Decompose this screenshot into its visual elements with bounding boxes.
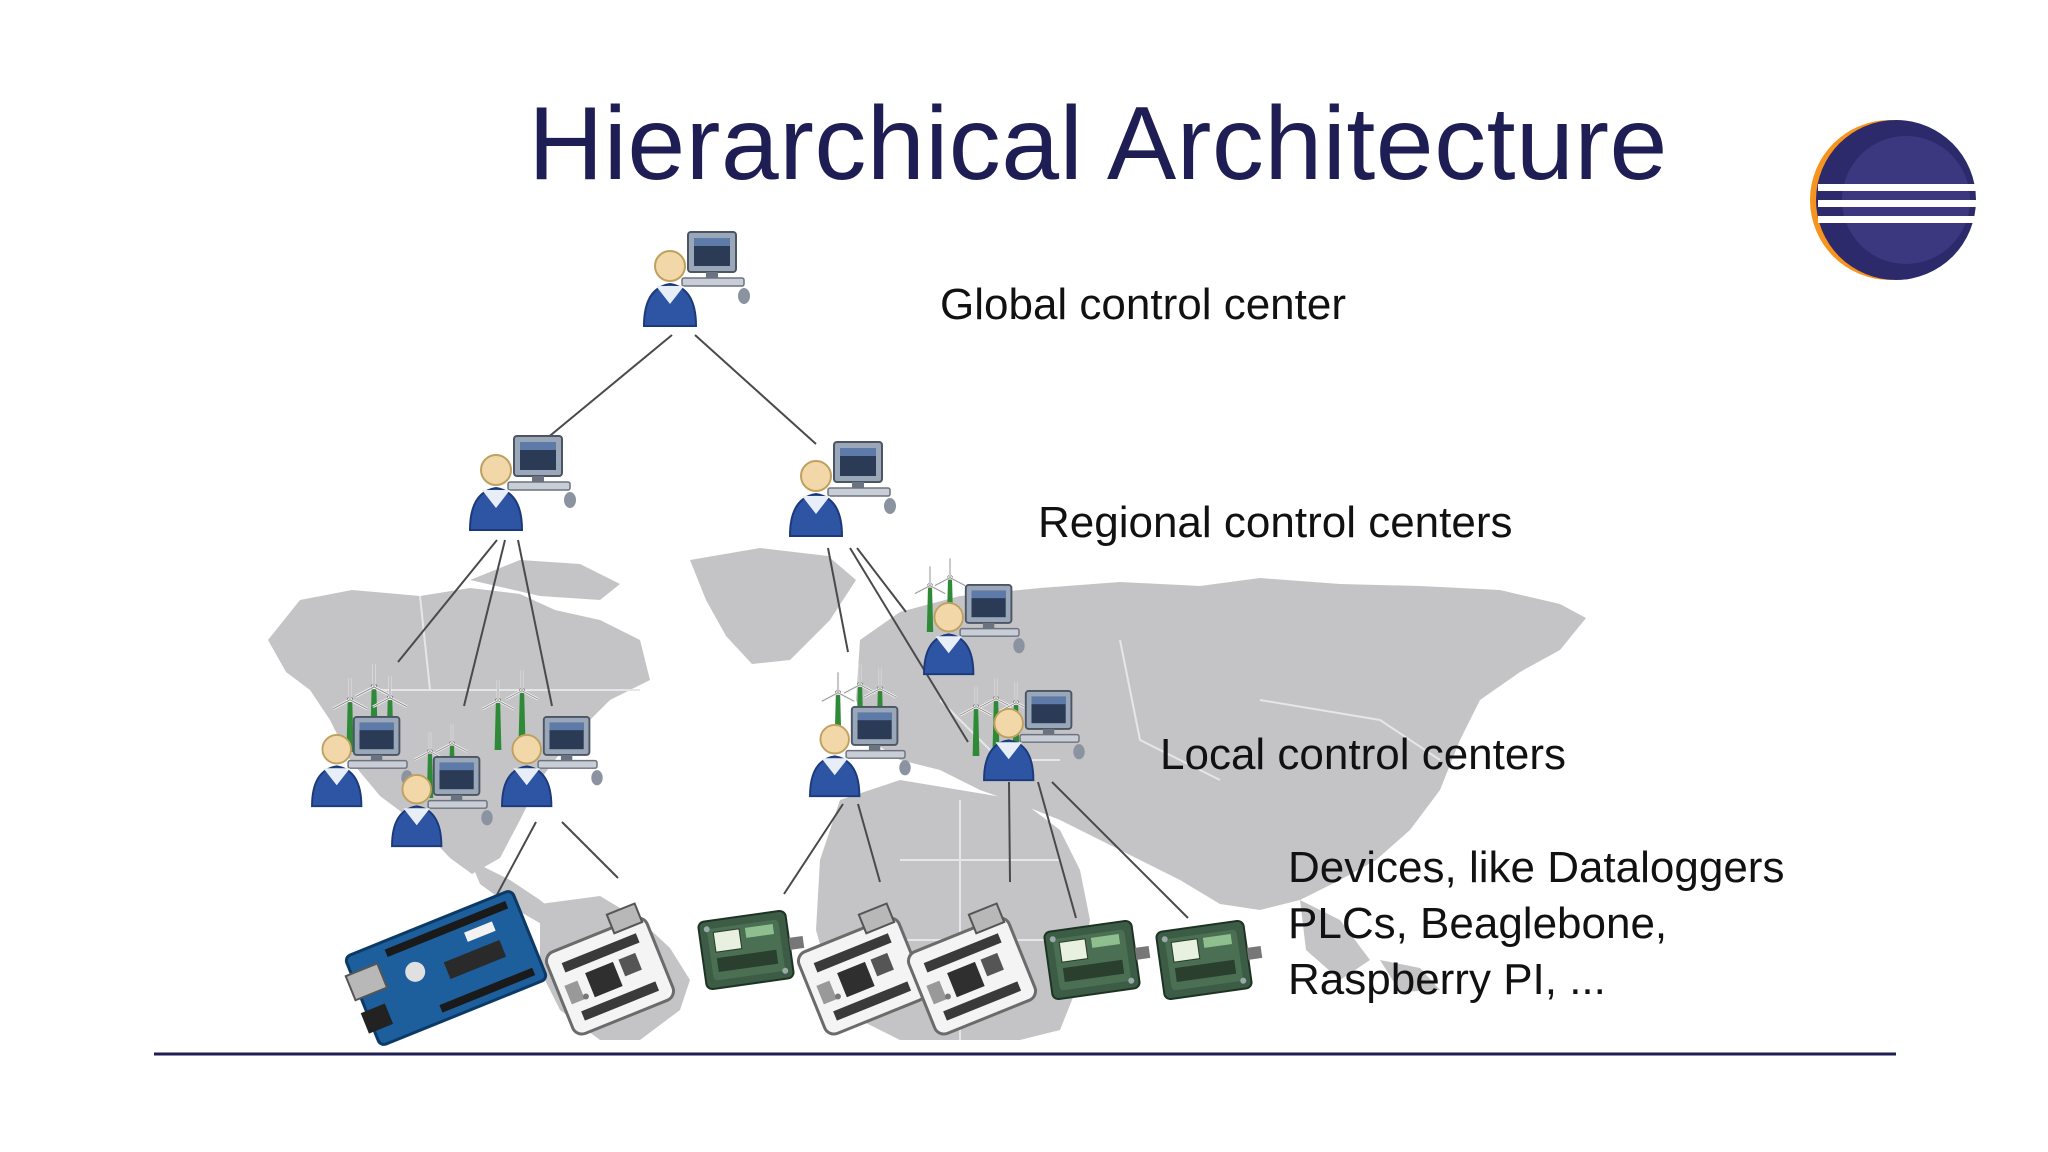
regional-control-center-icon bbox=[469, 435, 577, 531]
global-control-center-label: Global control center bbox=[940, 280, 1346, 329]
datalogger-box-icon bbox=[1042, 917, 1156, 1001]
regional-control-centers-label: Regional control centers bbox=[1038, 498, 1513, 547]
eclipse-logo bbox=[1810, 120, 1978, 280]
arduino-board-icon bbox=[337, 888, 549, 1050]
devices bbox=[337, 888, 1268, 1050]
devices-label-line: Raspberry PI, ... bbox=[1288, 955, 1606, 1004]
devices-label: Devices, like Dataloggers PLCs, Beaglebo… bbox=[1288, 840, 1784, 1008]
devices-label-line: PLCs, Beaglebone, bbox=[1288, 899, 1668, 948]
slide-title: Hierarchical Architecture bbox=[528, 86, 1668, 202]
local-control-centers-label: Local control centers bbox=[1160, 730, 1566, 779]
global-control-center-icon bbox=[643, 231, 751, 327]
datalogger-box-icon bbox=[1154, 917, 1268, 1001]
devices-label-line: Devices, like Dataloggers bbox=[1288, 843, 1785, 892]
regional-control-center-icon bbox=[789, 441, 897, 537]
datalogger-box-icon bbox=[696, 907, 810, 991]
connection-lines bbox=[397, 334, 1189, 919]
